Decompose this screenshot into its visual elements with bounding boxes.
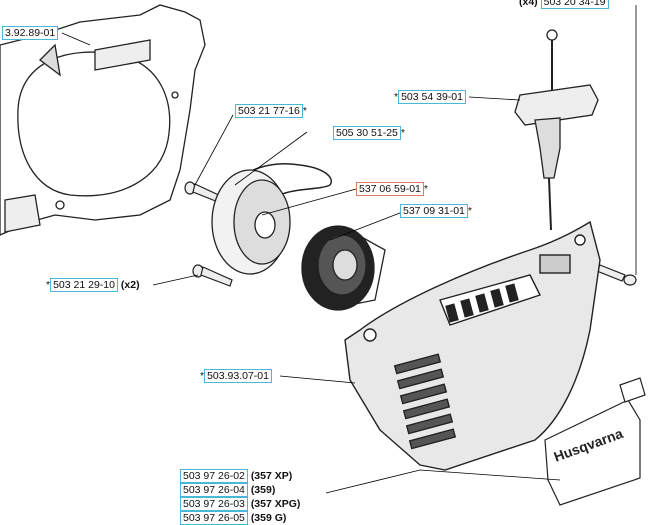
label-decal-2: 503 97 26-03 (357 XPG) [180, 497, 300, 511]
label-screw-top: 503 21 77-16* [235, 104, 307, 118]
label-pawl: 537 09 31-01* [400, 204, 472, 218]
crankcase-part [0, 4, 206, 236]
screw-right-part [596, 264, 637, 286]
label-decal-1: 503 97 26-04 (359) [180, 483, 275, 497]
label-cover: *503.93.07-01 [200, 369, 272, 383]
label-decal-0: 503 97 26-02 (357 XP) [180, 469, 292, 483]
label-decal-3: 503 97 26-05 (359 G) [180, 511, 286, 525]
label-handle: *503 54 39-01 [394, 90, 466, 104]
starter-cover-part [344, 220, 601, 471]
leader-lines [61, 5, 637, 494]
starter-pawl-part [301, 225, 386, 311]
screw-mid-part [192, 264, 233, 287]
label-top-left: 3.92.89-01 [2, 26, 59, 40]
starter-handle-part [514, 29, 599, 231]
label-pulley: 537 06 59-01* [356, 182, 428, 196]
label-screw-mid: *503 21 29-10 (x2) [46, 278, 140, 292]
pulley-part [211, 169, 291, 275]
label-top-right: (x4) 503 20 34-19 [519, 0, 609, 9]
decal-part: Husqvarna [544, 377, 646, 506]
label-spring: 505 30 51-25* [333, 126, 405, 140]
